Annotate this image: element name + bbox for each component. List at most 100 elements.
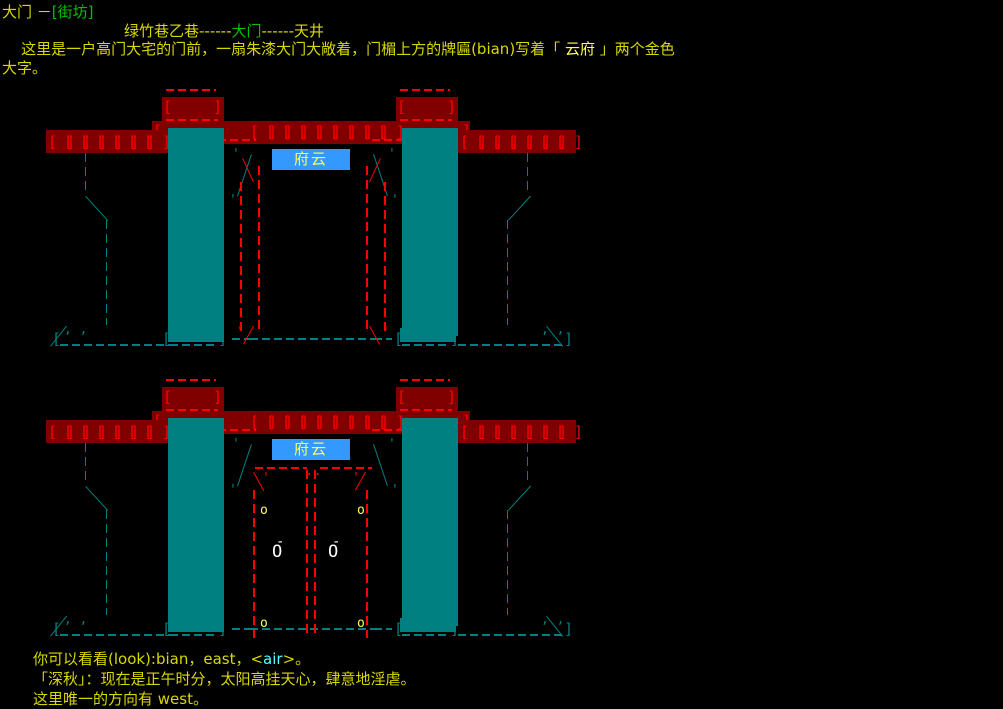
gate-open-right-wing-eave-tile: [ ] xyxy=(508,133,536,151)
gate-open-rp-foot-rb: ] xyxy=(450,330,460,348)
exit-current: 大门 xyxy=(231,22,262,40)
gate-open-left-wing-eave-tile: [ ] xyxy=(64,133,92,151)
gate-open-left-tower xyxy=(162,97,224,123)
available-exits-line: 这里唯一的方向有 west。 xyxy=(33,690,208,708)
gate-open-left-tower-cap xyxy=(166,89,216,91)
gate-open-base-right-bracket: ] xyxy=(564,330,574,348)
gate-closed-left-wall-body xyxy=(106,510,107,615)
gate-open-base-right-dash xyxy=(458,344,566,346)
gate-closed-stud-top-right: o xyxy=(357,503,365,518)
gate-open-right-wing-eave-tile: [ ] xyxy=(540,133,568,151)
gate-open-right-wall-top xyxy=(527,153,528,195)
gate-open-left-wing-eave xyxy=(46,130,170,153)
gate-open-left-wall-top xyxy=(85,153,86,195)
gate-open-bracket-bl: ' xyxy=(229,193,237,208)
gate-closed-upper-eave-tile: [ ] xyxy=(346,413,374,431)
gate-closed-base-left-bracket: [ xyxy=(52,620,62,638)
gate-open-left-wall-body xyxy=(106,220,107,325)
gate-open-lp-foot-rb: ] xyxy=(218,330,228,348)
look-hint-b: >。 xyxy=(282,650,311,668)
gate-closed-door-seam-r xyxy=(314,470,316,638)
gate-open-left-tower-rb: ] xyxy=(213,98,223,116)
gate-closed-stud-bottom-left: o xyxy=(260,616,268,631)
gate-open-left-wing-eave-tile: [ ] xyxy=(112,133,140,151)
gate-closed-knocker-bar-right: - xyxy=(332,534,341,550)
gate-open-left-wall-dots: , , xyxy=(64,322,88,337)
look-target-air[interactable]: air xyxy=(263,650,283,668)
gate-open-upper-eave-tile: [ ] xyxy=(378,123,406,141)
gate-open-left-tower-base xyxy=(166,119,218,121)
gate-closed-base-right-bracket: ] xyxy=(564,620,574,638)
gate-closed-bracket-tr: ' xyxy=(388,437,396,452)
gate-closed-left-wall-top xyxy=(85,443,86,485)
gate-open-door-foot-slash-r xyxy=(369,326,380,345)
gate-open-right-tower-cap xyxy=(400,89,450,91)
gate-closed-left-wall-slope xyxy=(85,486,108,511)
gate-open-upper-eave xyxy=(152,121,470,144)
gate-closed-stud-bottom-right: o xyxy=(357,616,365,631)
gate-closed-bracket-tl: ' xyxy=(232,437,240,452)
gate-open-right-wall-dots: , , xyxy=(541,322,565,337)
gate-closed-left-wing-eave-tile: [ ] xyxy=(48,423,76,441)
gate-open-right-tower-rb: ] xyxy=(447,98,457,116)
gate-closed-mid-dash-l xyxy=(232,628,250,630)
gate-closed-upper-eave-tile: [ ] xyxy=(378,413,406,431)
gate-open-right-wing-eave-tile: [ ] xyxy=(524,133,552,151)
gate-closed-right-wall-slope xyxy=(508,486,531,511)
gate-open-threshold xyxy=(250,338,376,340)
gate-closed-left-wing-eave-tile: [ ] xyxy=(144,423,172,441)
gate-open-left-wing-eave-tile: [ ] xyxy=(80,133,108,151)
gate-open-lintel-top xyxy=(248,144,378,146)
gate-closed-rp-foot-dash xyxy=(402,634,450,636)
look-hint-a: 你可以看看(look):bian，east，< xyxy=(33,650,264,668)
gate-closed-right-wall-body xyxy=(507,510,508,615)
gate-open-base-left-bracket: [ xyxy=(52,330,62,348)
gate-closed-door-edge-r xyxy=(366,490,368,638)
gate-closed-left-wing-eave xyxy=(46,420,170,443)
gate-closed-mid-dash-r xyxy=(374,628,392,630)
gate-open-right-pillar-foot xyxy=(400,328,456,342)
gate-closed-upper-eave-tile: [ ] xyxy=(330,413,358,431)
gate-open-right-pillar xyxy=(402,128,458,336)
mansion-name-gold: 云府 xyxy=(560,40,600,58)
gate-closed-door-seam-l xyxy=(306,470,308,638)
gate-open-lp-foot-dash xyxy=(170,344,218,346)
gate-closed-base-left-dash xyxy=(60,634,178,636)
gate-open-left-wing-eave-tile: [ ] xyxy=(144,133,172,151)
gate-open-left-tower-lb: [ xyxy=(163,98,173,116)
gate-open-bracket-tr: ' xyxy=(388,147,396,162)
room-description-line-2: 大字。 xyxy=(2,59,48,77)
gate-closed-stud-top-left: o xyxy=(260,503,268,518)
gate-open-door-foot-slash-l xyxy=(243,326,254,345)
gate-closed-upper-eave-tile: [ ] xyxy=(266,413,294,431)
gate-closed-signboard[interactable]: 府云 xyxy=(272,439,350,460)
gate-closed-door-head-dots: .. xyxy=(305,462,322,480)
gate-closed-left-pillar xyxy=(168,418,224,626)
gate-open-signboard[interactable]: 府云 xyxy=(272,149,350,170)
gate-closed-upper-eave-tile: [ ] xyxy=(250,413,278,431)
gate-open-lintel-bottom xyxy=(252,172,364,174)
gate-closed-right-wing-eave-tile: [ ] xyxy=(460,423,488,441)
gate-closed-lp-foot-rb: ] xyxy=(218,620,228,638)
gate-closed-right-pillar xyxy=(402,418,458,626)
gate-closed-right-tower-rb: ] xyxy=(447,388,457,406)
gate-open-lp-foot-lb: [ xyxy=(162,330,172,348)
gate-closed-left-wing-eave-tile: [ ] xyxy=(112,423,140,441)
gate-closed-left-wing-eave-tile: [ ] xyxy=(64,423,92,441)
gate-closed-lp-foot-dash xyxy=(170,634,218,636)
desc-part-a: 这里是一户高门大宅的门前，一扇朱漆大门大敞着，门楣上方的牌匾(bian)写着「 xyxy=(2,40,561,58)
gate-closed-right-wing-eave xyxy=(458,420,576,443)
gate-open-right-wing-eave-tile: [ ] xyxy=(460,133,488,151)
exits-map-line: 绿竹巷乙巷------大门------天井 xyxy=(124,21,324,41)
gate-open-door-left-outer xyxy=(240,182,242,332)
gate-closed-right-wing-eave-tile: [ ] xyxy=(492,423,520,441)
gate-closed-upper-eave-tile: [ ] xyxy=(298,413,326,431)
gate-open-upper-eave-tile: [ ] xyxy=(298,123,326,141)
gate-open-upper-eave-tile: [ ] xyxy=(250,123,278,141)
gate-closed-rp-foot-rb: ] xyxy=(450,620,460,638)
room-title: 大门 － xyxy=(2,3,52,21)
gate-closed-upper-eave-tile: [ ] xyxy=(314,413,342,431)
gate-closed-rp-foot-lb: [ xyxy=(394,620,404,638)
